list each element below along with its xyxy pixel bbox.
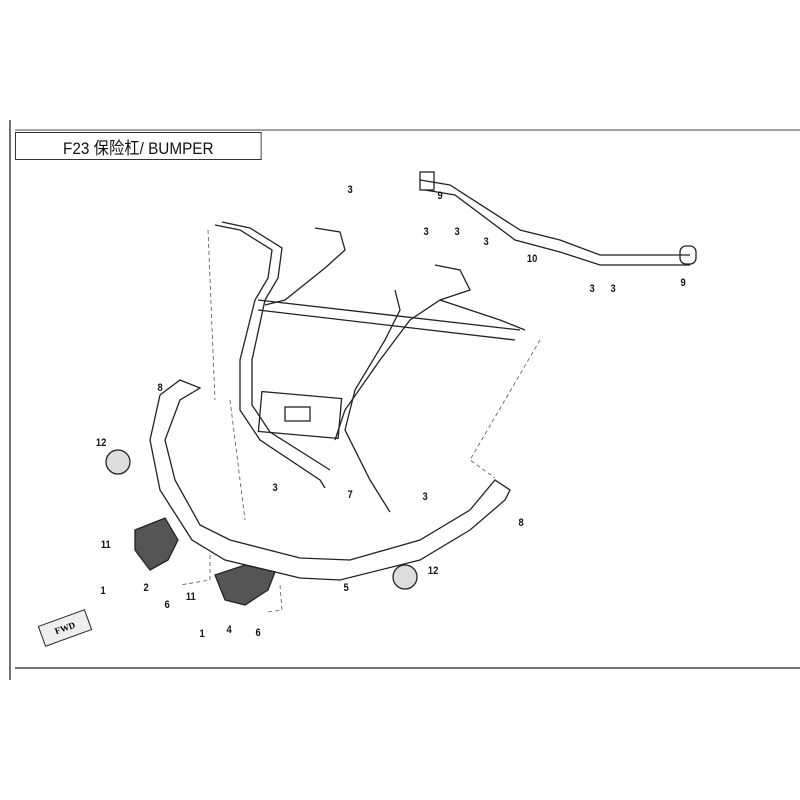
page-title: F23 保险杠/ BUMPER [15, 132, 262, 160]
callout-label: 3 [422, 491, 428, 503]
callout-label: 8 [518, 517, 524, 529]
callout-label: 1 [100, 585, 106, 597]
callout-label: 9 [680, 277, 686, 289]
callout-label: 3 [610, 283, 616, 295]
callout-label: 3 [347, 184, 353, 196]
callout-label: 7 [347, 489, 353, 501]
callout-label: 3 [272, 482, 278, 494]
callout-label: 1 [199, 628, 205, 640]
callout-label: 11 [100, 539, 111, 551]
callout-label: 11 [185, 591, 196, 603]
callout-label: 3 [589, 283, 595, 295]
callout-label: 10 [526, 253, 538, 265]
callout-label: 5 [343, 582, 349, 594]
callout-label: 8 [157, 382, 163, 394]
callout-label: 12 [95, 437, 107, 449]
callout-label: 6 [255, 627, 261, 639]
callout-label: 4 [226, 624, 232, 636]
callout-label: 3 [454, 226, 460, 238]
bumper-frame-drawing [105, 171, 697, 606]
callout-label: 3 [483, 236, 489, 248]
callout-label: 12 [427, 565, 439, 577]
callout-label: 9 [437, 190, 443, 202]
callout-label: 3 [423, 226, 429, 238]
callout-label: 2 [143, 582, 149, 594]
callout-label: 6 [164, 599, 170, 611]
leader-lines [179, 229, 541, 613]
